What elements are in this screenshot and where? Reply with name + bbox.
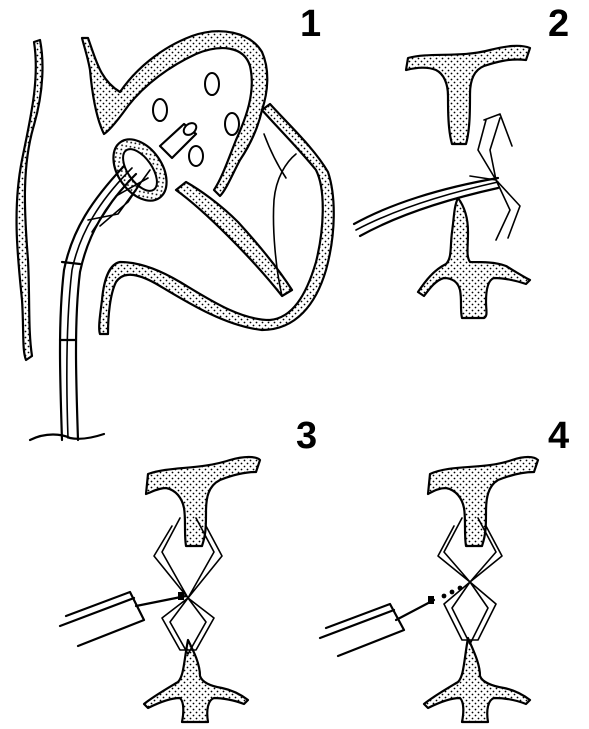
panel-3-number: 3 xyxy=(296,415,317,457)
panel-2: 2 xyxy=(354,3,569,318)
cable-connector-4 xyxy=(428,596,434,604)
septum-upper xyxy=(406,46,530,144)
pulmonary-vein-opening-4 xyxy=(189,146,203,166)
catheter-2-wire xyxy=(356,182,498,230)
panel-3: 3 xyxy=(60,415,317,722)
release-dot-1 xyxy=(442,594,447,599)
pulmonary-vein-opening-1 xyxy=(205,73,219,95)
heart-atrial-wall xyxy=(82,31,267,196)
release-dot-3 xyxy=(458,586,463,591)
panel-2-number: 2 xyxy=(548,3,569,45)
catheter-3 xyxy=(60,592,144,646)
septum-lower-3 xyxy=(144,640,248,722)
vena-cava xyxy=(17,40,43,360)
skin-line xyxy=(30,434,104,440)
panel-4: 4 xyxy=(320,415,569,722)
septum-upper-4 xyxy=(428,457,538,546)
occluder-arms-2 xyxy=(470,114,520,240)
pulmonary-vein-opening-3 xyxy=(153,99,167,121)
cable-connector-3 xyxy=(178,592,184,600)
septum-lower-4 xyxy=(424,638,530,722)
release-dot-2 xyxy=(450,590,455,595)
septum-lower xyxy=(418,198,530,318)
panel-4-number: 4 xyxy=(548,415,569,457)
delivery-catheter xyxy=(60,166,136,440)
panel-1-number: 1 xyxy=(300,3,321,45)
catheter-4 xyxy=(320,604,404,656)
panel-1: 1 xyxy=(17,3,334,440)
pulmonary-vein-opening-2 xyxy=(225,113,239,135)
papillary-muscle xyxy=(264,134,286,178)
